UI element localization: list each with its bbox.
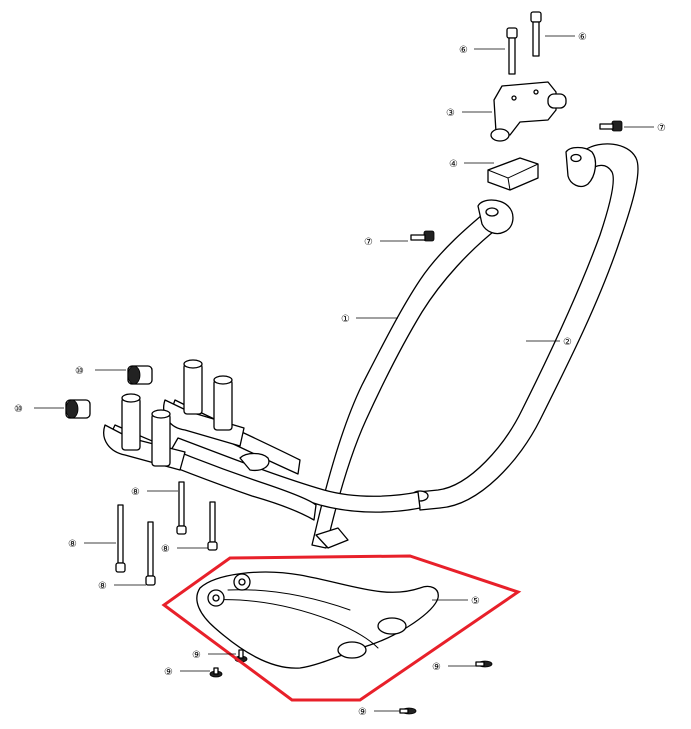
callout-9-c: ⑨ <box>432 662 441 673</box>
callout-6-right: ⑥ <box>578 32 587 43</box>
callout-2: ② <box>563 337 572 348</box>
callout-8-b: ⑧ <box>161 544 170 555</box>
screw-9-a <box>209 667 223 678</box>
bolt-8-b <box>207 501 218 551</box>
callout-10-lower: ⑩ <box>14 404 23 415</box>
callout-8-d: ⑧ <box>98 581 107 592</box>
callout-10-upper: ⑩ <box>75 366 84 377</box>
callout-8-a: ⑧ <box>131 487 140 498</box>
exhaust-pipe-1 <box>311 199 514 549</box>
callout-labels: ⑥ ⑥ ③ ⑦ ④ ⑦ ① ② ⑩ ⑩ ⑧ ⑧ ⑧ ⑧ ⑤ ⑨ ⑨ <box>14 32 666 718</box>
screw-9-d <box>399 707 417 715</box>
header-collector <box>103 359 245 471</box>
callout-6-left: ⑥ <box>459 45 468 56</box>
gasket-plate-4 <box>487 157 539 191</box>
bracket-3 <box>490 81 567 142</box>
callout-7-upper: ⑦ <box>657 123 666 134</box>
bolt-7-lower <box>410 230 435 242</box>
bolt-8-c <box>115 504 126 573</box>
callout-4: ④ <box>449 159 458 170</box>
cap-10-upper <box>127 365 153 385</box>
bolt-8-d <box>145 521 156 586</box>
highlight-outline <box>161 554 522 702</box>
bolt-6-right <box>530 11 542 57</box>
callout-3: ③ <box>446 108 455 119</box>
callout-5: ⑤ <box>471 596 480 607</box>
callout-7-lower: ⑦ <box>364 237 373 248</box>
bolt-8-a <box>176 481 187 535</box>
callout-1: ① <box>341 314 350 325</box>
cap-10-lower <box>65 399 91 419</box>
screw-9-c <box>475 660 493 668</box>
callout-9-a: ⑨ <box>164 667 173 678</box>
callout-9-d: ⑨ <box>358 707 367 718</box>
bolt-7-upper <box>599 120 623 132</box>
exhaust-pipe-2 <box>411 143 639 511</box>
callout-9-b: ⑨ <box>192 650 201 661</box>
bolt-6-left <box>506 27 518 75</box>
callout-8-c: ⑧ <box>68 539 77 550</box>
heat-shield-5 <box>196 571 439 669</box>
